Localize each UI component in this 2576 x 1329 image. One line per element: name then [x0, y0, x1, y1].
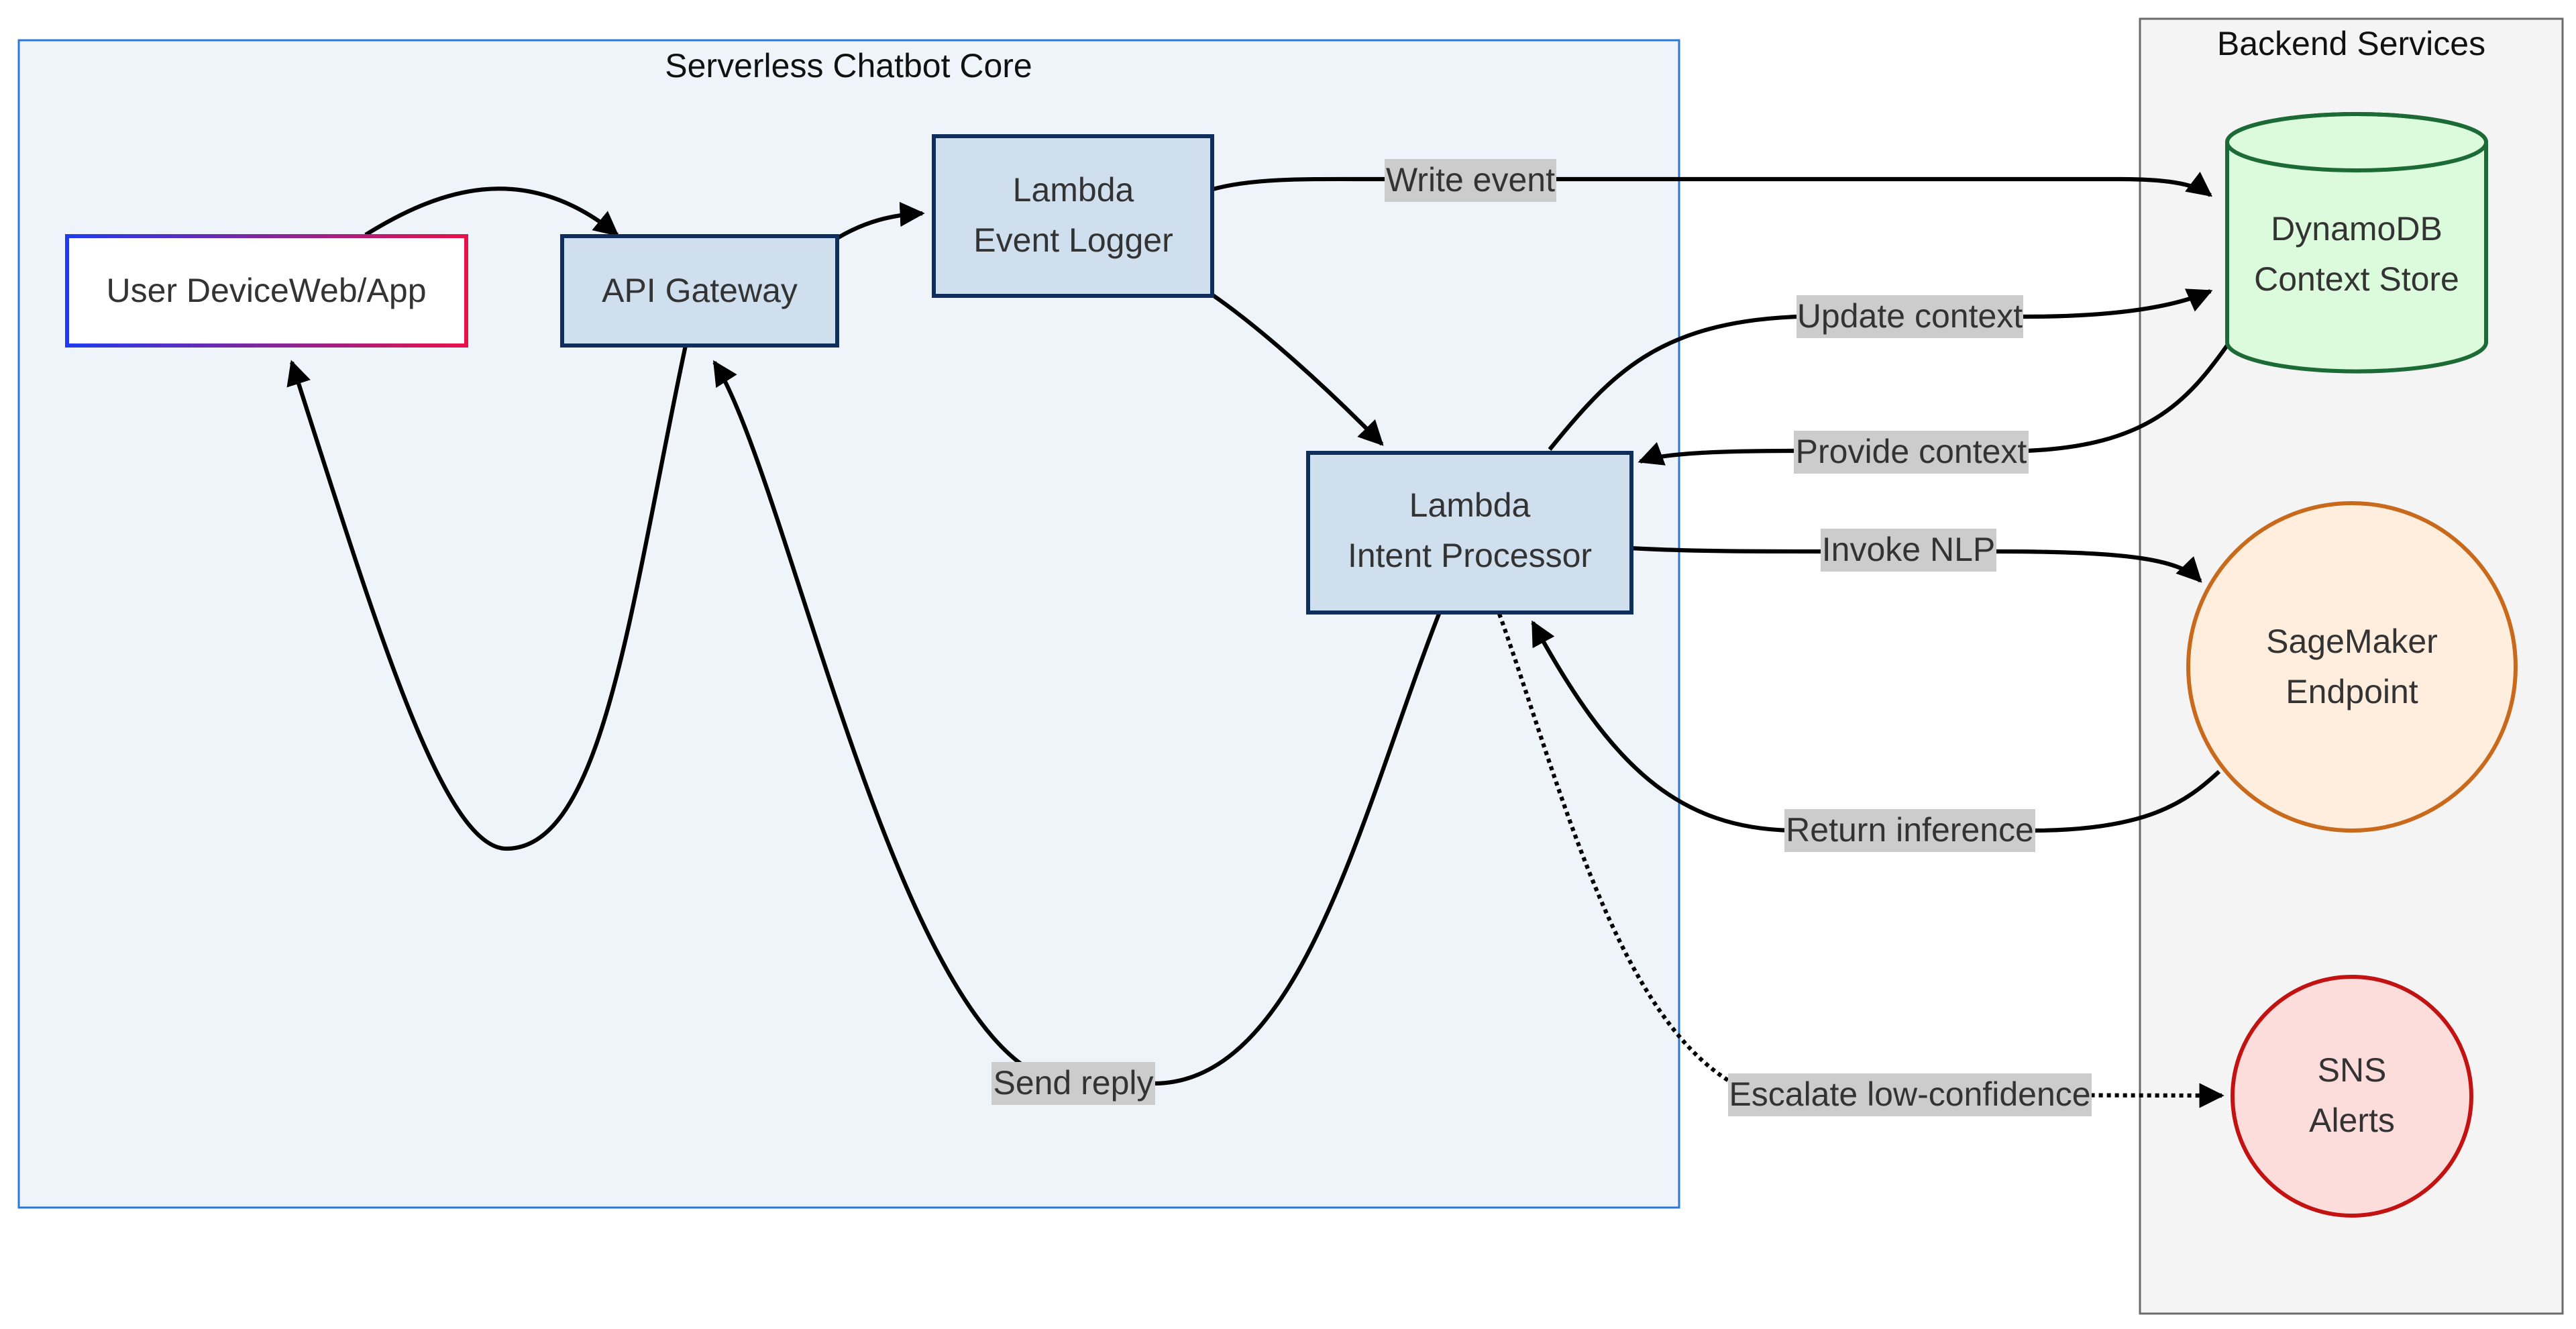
user-device-node: User DeviceWeb/App	[65, 234, 468, 348]
backend-cluster-title: Backend Services	[2217, 25, 2485, 62]
intent-processor-label-line2: Intent Processor	[1348, 537, 1592, 574]
svg-text:Update context: Update context	[1797, 297, 2023, 335]
svg-text:Write event: Write event	[1386, 161, 1555, 199]
provide-context-label: Provide context	[1794, 431, 2029, 474]
write-event-label: Write event	[1385, 159, 1556, 202]
edge-write-event	[1212, 171, 2212, 197]
svg-text:Invoke NLP: Invoke NLP	[1822, 531, 1995, 568]
event-logger-node: Lambda Event Logger	[932, 134, 1214, 298]
serverless-chatbot-core-cluster: Serverless Chatbot Core	[17, 39, 1680, 1209]
dynamodb-label-line2: Context Store	[2254, 260, 2459, 298]
escalate-low-confidence-label: Escalate low-confidence	[1728, 1073, 2092, 1116]
dynamodb-label-line1: DynamoDB	[2271, 210, 2443, 248]
sagemaker-label-line2: Endpoint	[2286, 673, 2418, 710]
intent-processor-node: Lambda Intent Processor	[1306, 451, 1633, 615]
intent-processor-label-line1: Lambda	[1409, 486, 1531, 524]
edge-api-gateway-to-event-logger	[836, 201, 925, 240]
edge-user-to-api-gateway	[364, 187, 619, 237]
edge-provide-context	[1638, 342, 2231, 466]
dynamodb-node: DynamoDB Context Store	[2225, 112, 2488, 374]
sns-label-line1: SNS	[2318, 1051, 2387, 1089]
event-logger-label-line1: Lambda	[1013, 171, 1134, 209]
edge-labels: Write event Update context Provide conte…	[991, 159, 2092, 1116]
sns-label-line2: Alerts	[2309, 1102, 2395, 1139]
api-gateway-label: API Gateway	[602, 272, 798, 309]
svg-text:Send reply: Send reply	[993, 1064, 1153, 1102]
send-reply-label: Send reply	[991, 1062, 1155, 1105]
svg-text:Provide context: Provide context	[1796, 433, 2027, 470]
svg-text:Return inference: Return inference	[1786, 811, 2034, 849]
core-cluster-title: Serverless Chatbot Core	[665, 47, 1032, 85]
edge-api-gateway-to-user	[286, 345, 688, 851]
sns-alerts-node: SNS Alerts	[2231, 975, 2473, 1218]
update-context-label: Update context	[1796, 295, 2023, 338]
edges	[286, 171, 2231, 1108]
edge-return-inference	[1531, 620, 2221, 833]
api-gateway-node: API Gateway	[560, 234, 839, 348]
event-logger-label-line2: Event Logger	[973, 221, 1173, 259]
edge-escalate-low-confidence	[1497, 613, 2224, 1108]
invoke-nlp-label: Invoke NLP	[1821, 529, 1996, 572]
edge-event-logger-to-intent-processor	[1212, 293, 1384, 446]
user-device-label: User DeviceWeb/App	[106, 272, 426, 309]
sagemaker-endpoint-node: SageMaker Endpoint	[2186, 501, 2518, 833]
sagemaker-label-line1: SageMaker	[2266, 623, 2438, 660]
edge-update-context	[1548, 288, 2213, 451]
svg-text:Escalate low-confidence: Escalate low-confidence	[1729, 1075, 2090, 1113]
return-inference-label: Return inference	[1784, 809, 2035, 852]
